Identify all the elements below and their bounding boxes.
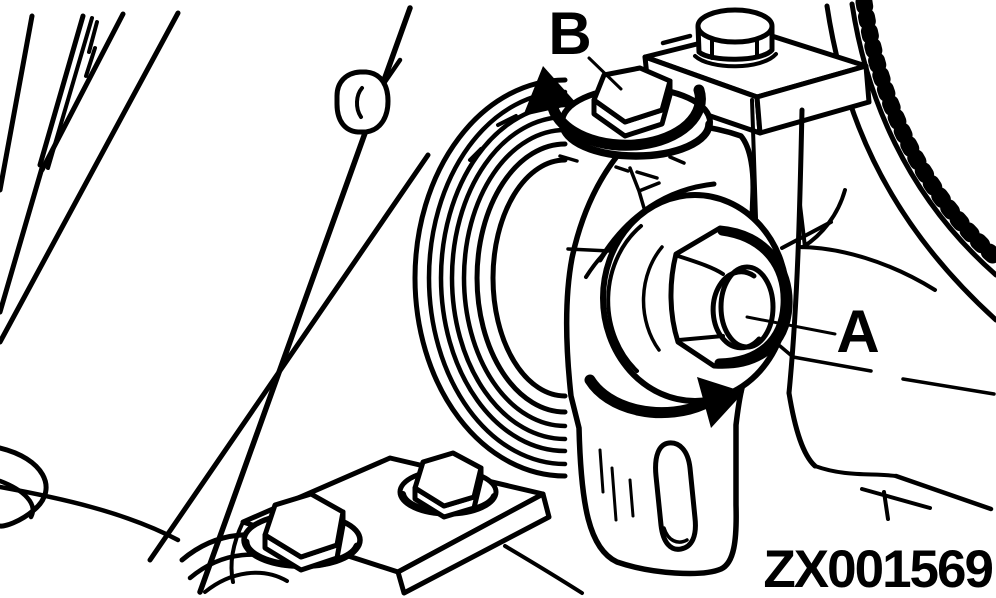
label-b-leader [587,56,623,91]
belt-guide-peg [334,69,391,135]
hose-curl-lines [0,445,297,594]
label-a: A [836,298,879,365]
label-a-leader [745,315,837,336]
label-b: B [548,0,591,67]
cw-arrowhead [697,377,744,428]
bracket-bolt-left [241,491,363,573]
flywheel-toothed-edge [824,0,996,323]
base-bracket [240,450,584,596]
tensioner-pulley [412,77,568,479]
mount-block-bolt [693,7,778,69]
arm-slot [653,440,698,552]
ccw-arrowhead [523,66,577,116]
callouts: B A ZX001569 [548,0,994,598]
nut-a-bore [718,264,776,350]
cw-rotation-arrow [584,374,744,428]
pivot-nut-a [600,192,793,404]
bracket-bolt-right [397,450,499,520]
figure-code: ZX001569 [763,540,992,598]
ccw-rotation-arrow [523,66,706,151]
engine-contour-lines [750,98,996,521]
